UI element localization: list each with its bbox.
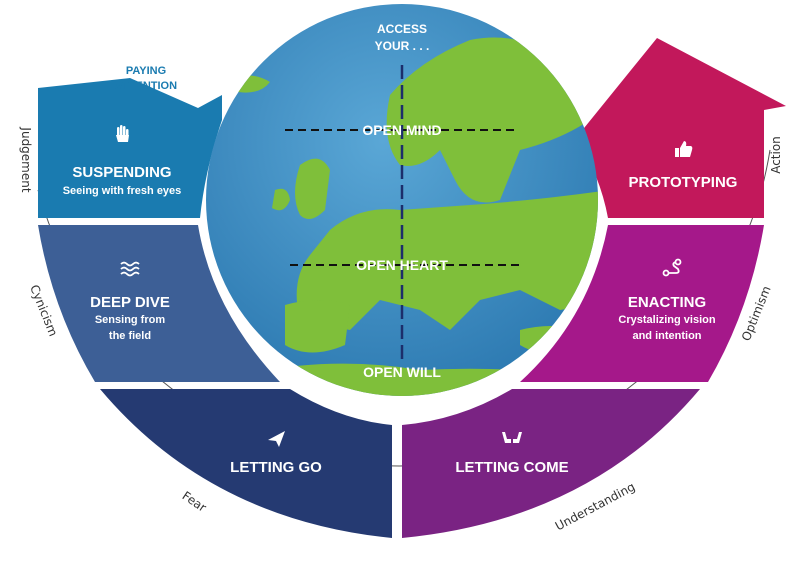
enacting-subtitle-2: and intention [632,330,701,342]
prototyping-title: PROTOTYPING [629,174,738,191]
access-label-2: YOUR . . . [375,39,430,53]
open-mind-label: OPEN MIND [362,122,441,138]
access-label-1: ACCESS [377,22,427,36]
suspending-segment[interactable] [38,78,222,218]
fear-label: Fear [180,489,209,515]
action-label: Action [769,136,783,174]
deep-dive-title: DEEP DIVE [90,294,170,311]
open-hands-icon [502,432,522,443]
suspending-title: SUSPENDING [72,164,171,181]
paying-attention-label-1: PAYING [126,65,166,77]
letting-come-segment[interactable] [402,389,700,538]
open-will-label: OPEN WILL [363,364,441,380]
enacting-subtitle-1: Crystalizing vision [618,314,715,326]
enacting-title: ENACTING [628,294,706,311]
enacting-segment[interactable] [520,225,764,382]
letting-go-segment[interactable] [100,389,392,538]
paying-attention-label-2: ATTENTION [115,80,177,92]
open-heart-label: OPEN HEART [356,257,448,273]
waves-icon [120,261,140,277]
deep-dive-segment[interactable] [38,225,280,382]
paper-plane-icon [268,431,285,447]
route-icon [662,258,682,277]
letting-come-title: LETTING COME [455,459,568,476]
letting-go-title: LETTING GO [230,459,322,476]
deep-dive-subtitle-2: the field [109,330,151,342]
prototyping-segment[interactable] [576,38,786,218]
suspending-subtitle: Seeing with fresh eyes [63,185,182,197]
deep-dive-subtitle-1: Sensing from [95,314,166,326]
hand-icon [116,125,129,142]
thumbs-up-icon [675,141,693,157]
judgement-label: Judgement [19,126,33,192]
